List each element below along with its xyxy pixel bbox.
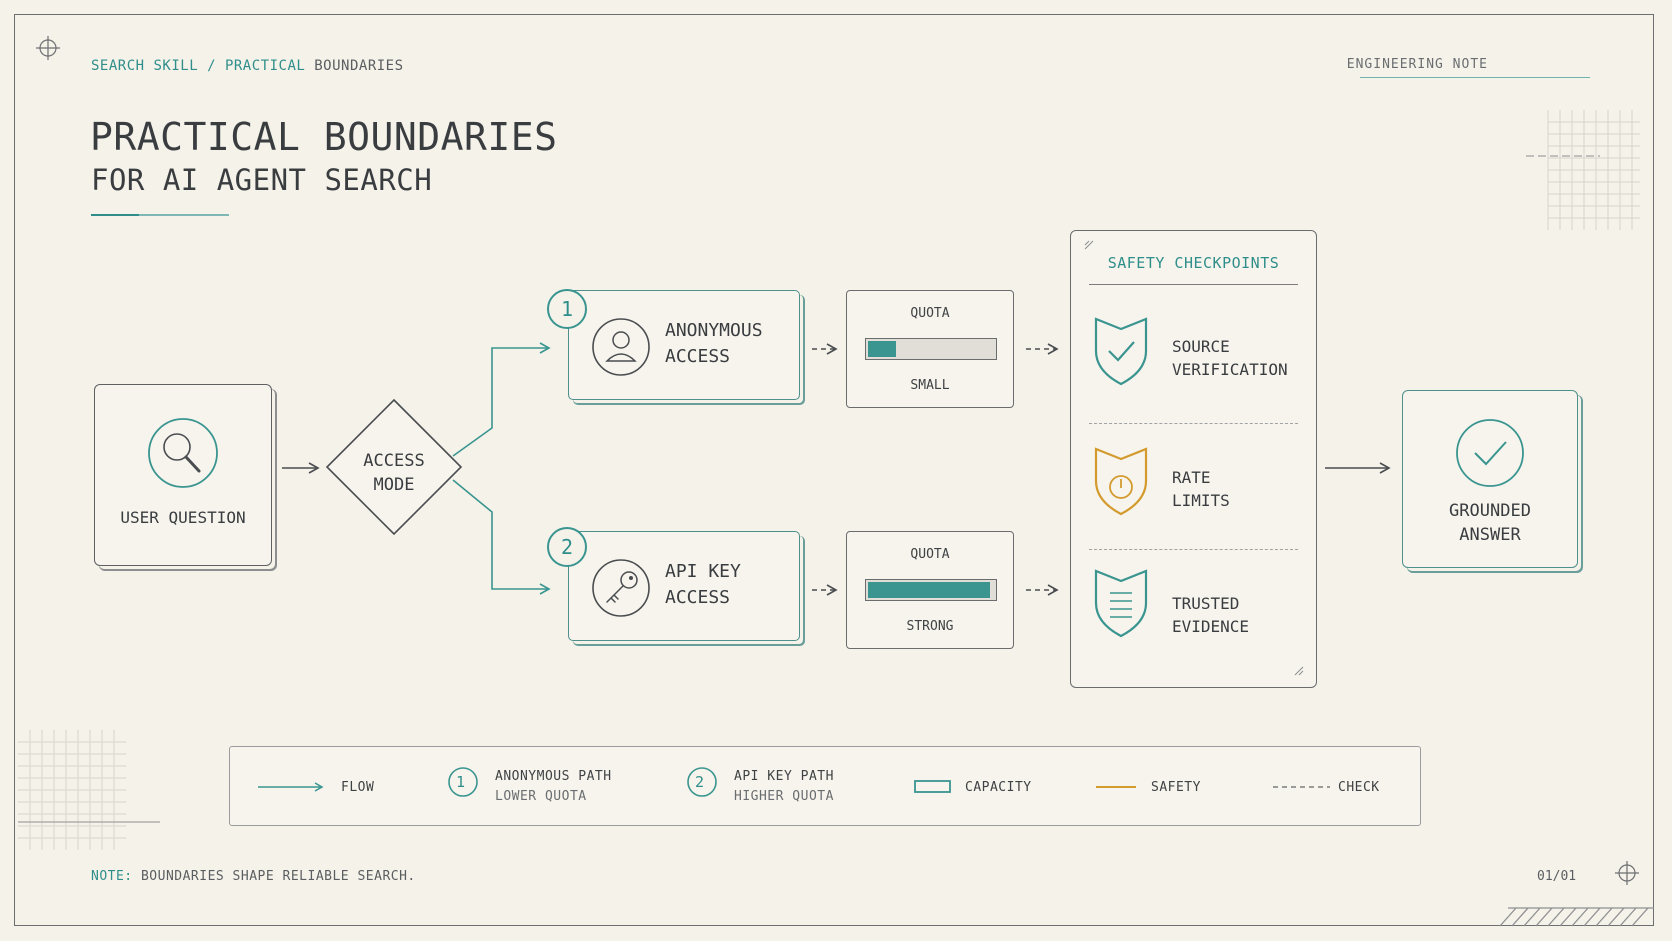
checkpoint-line: EVIDENCE [1172, 617, 1250, 636]
footer-note: NOTE: BOUNDARIES SHAPE RELIABLE SEARCH. [91, 869, 416, 884]
checkpoint-line: SOURCE [1172, 337, 1230, 356]
search-icon [148, 418, 218, 488]
legend-flow: FLOW [341, 780, 375, 795]
node-anonymous-access[interactable]: ANONYMOUS ACCESS [568, 290, 800, 400]
quota-level: SMALL [910, 378, 950, 393]
hatch-corner [1499, 907, 1654, 927]
page-subtitle: FOR AI AGENT SEARCH [91, 163, 433, 197]
breadcrumb-part[interactable]: SEARCH SKILL [91, 58, 199, 74]
footer-note-label: NOTE: [91, 869, 133, 884]
checkpoint-trusted-evidence: TRUSTED EVIDENCE [1172, 592, 1249, 638]
checkpoint-source-verification: SOURCE VERIFICATION [1172, 335, 1288, 381]
page-number: 01/01 [1537, 869, 1577, 884]
quota-small-box[interactable]: QUOTA SMALL [846, 290, 1014, 408]
key-icon [592, 559, 650, 617]
legend-api-key-path: API KEY PATH HIGHER QUOTA [734, 767, 834, 807]
legend-badge-1: 1 [456, 773, 466, 791]
checkpoint-line: RATE [1172, 468, 1211, 487]
checkpoint-line: VERIFICATION [1172, 360, 1288, 379]
legend: FLOW 1 ANONYMOUS PATH LOWER QUOTA 2 API … [229, 746, 1421, 826]
safety-title-rule [1089, 284, 1298, 285]
quota-strong-box[interactable]: QUOTA STRONG [846, 531, 1014, 649]
legend-title: API KEY PATH [734, 769, 834, 784]
quota-label: QUOTA [910, 547, 950, 562]
breadcrumb-separator: / [198, 58, 225, 74]
node-label: USER QUESTION [120, 508, 246, 527]
check-divider [1089, 549, 1298, 550]
page-frame [14, 14, 1654, 926]
safety-title: SAFETY CHECKPOINTS [1107, 254, 1280, 272]
grid-top-right [1547, 110, 1640, 230]
grid-bottom-left [18, 730, 126, 850]
check-divider [1089, 423, 1298, 424]
step-badge-2: 2 [547, 527, 587, 567]
quota-level: STRONG [906, 619, 954, 634]
crosshair-icon [36, 36, 60, 60]
node-label-line: ACCESS [665, 587, 731, 608]
shield-check-icon [1094, 317, 1148, 386]
capacity-swatch [914, 780, 951, 793]
checkpoint-line: LIMITS [1172, 491, 1230, 510]
shield-timer-icon [1094, 447, 1148, 516]
node-label-line: ANONYMOUS [665, 320, 763, 341]
legend-anonymous-path: ANONYMOUS PATH LOWER QUOTA [495, 767, 612, 807]
legend-check: CHECK [1338, 780, 1380, 795]
node-label: API KEY ACCESS [665, 559, 741, 611]
arrow-mode-to-anonymous [452, 342, 551, 457]
node-grounded-answer[interactable]: GROUNDED ANSWER [1402, 390, 1578, 568]
node-label-line: ACCESS [665, 346, 731, 367]
legend-title: ANONYMOUS PATH [495, 769, 612, 784]
capacity-fill [868, 341, 896, 357]
safety-checkpoints-panel[interactable]: SAFETY CHECKPOINTS SOURCE VERIFICATION R… [1070, 230, 1317, 688]
legend-safety: SAFETY [1151, 780, 1201, 795]
shield-document-icon [1094, 569, 1148, 638]
breadcrumb-current: BOUNDARIES [305, 58, 404, 74]
badge-swatch-2 [687, 767, 717, 797]
panel-corner-marks [1084, 240, 1304, 676]
capacity-bar [865, 579, 997, 601]
title-underline [91, 214, 229, 216]
header-tag: ENGINEERING NOTE [1346, 57, 1488, 72]
node-label-line: API KEY [665, 561, 741, 582]
legend-subtitle: LOWER QUOTA [495, 789, 587, 804]
node-label: GROUNDED ANSWER [1403, 499, 1577, 547]
node-label-line: GROUNDED [1449, 501, 1531, 521]
node-label-line: ANSWER [1459, 525, 1521, 545]
legend-subtitle: HIGHER QUOTA [734, 789, 834, 804]
legend-capacity: CAPACITY [965, 780, 1032, 795]
breadcrumb-part[interactable]: PRACTICAL [224, 58, 306, 74]
breadcrumb: SEARCH SKILL / PRACTICAL BOUNDARIES [91, 58, 404, 74]
header-tag-underline [1360, 77, 1590, 78]
crosshair-icon [1615, 861, 1639, 885]
step-badge-1: 1 [547, 289, 587, 329]
footer-note-text: BOUNDARIES SHAPE RELIABLE SEARCH. [132, 869, 416, 884]
capacity-fill [868, 582, 990, 598]
user-icon [592, 318, 650, 376]
node-user-question[interactable]: USER QUESTION [94, 384, 272, 566]
legend-badge-2: 2 [695, 773, 705, 791]
node-label: ANONYMOUS ACCESS [665, 318, 763, 370]
badge-swatch-1 [448, 767, 478, 797]
quota-label: QUOTA [910, 306, 950, 321]
capacity-bar [865, 338, 997, 360]
checkpoint-rate-limits: RATE LIMITS [1172, 466, 1230, 512]
legend-swatches [258, 767, 1330, 797]
node-api-key-access[interactable]: API KEY ACCESS [568, 531, 800, 641]
page-title: PRACTICAL BOUNDARIES [90, 115, 558, 159]
arrow-mode-to-api-key [452, 479, 551, 595]
check-circle-icon [1456, 419, 1524, 487]
checkpoint-line: TRUSTED [1172, 594, 1240, 613]
